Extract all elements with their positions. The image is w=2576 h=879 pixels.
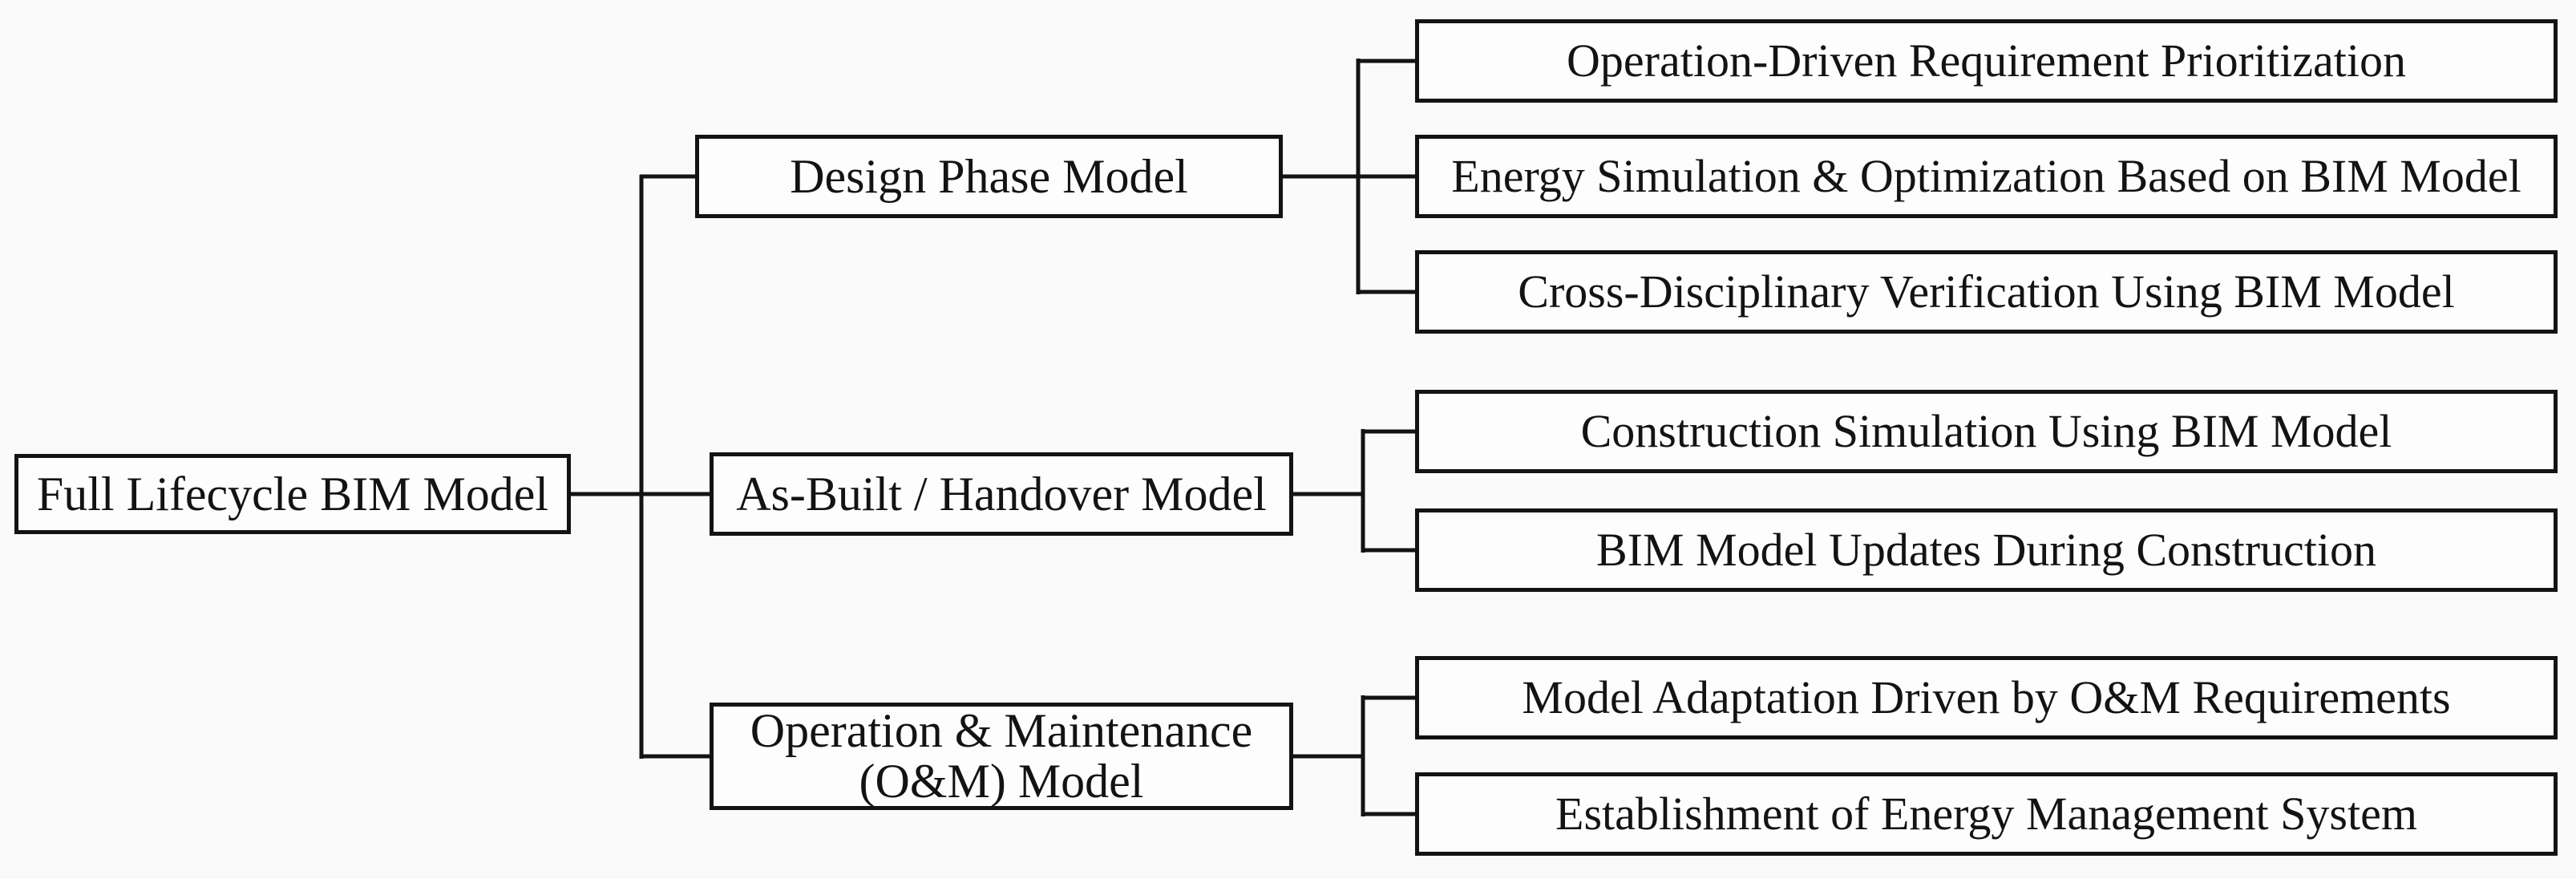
node-label: Energy Simulation & Optimization Based o… xyxy=(1451,149,2521,202)
node-leaf-bim-model-updates: BIM Model Updates During Construction xyxy=(1415,508,2558,592)
node-label: Construction Simulation Using BIM Model xyxy=(1580,404,2392,457)
node-leaf-construction-simulation: Construction Simulation Using BIM Model xyxy=(1415,390,2558,473)
node-leaf-cross-disciplinary-verification: Cross-Disciplinary Verification Using BI… xyxy=(1415,250,2558,334)
node-leaf-energy-simulation-optimization: Energy Simulation & Optimization Based o… xyxy=(1415,135,2558,218)
node-label: Model Adaptation Driven by O&M Requireme… xyxy=(1522,670,2451,723)
node-label-line-1: Operation & Maintenance xyxy=(750,704,1253,757)
node-leaf-operation-driven-requirement-prioritization: Operation-Driven Requirement Prioritizat… xyxy=(1415,19,2558,103)
node-asbuilt-handover-model: As-Built / Handover Model xyxy=(710,452,1293,536)
node-design-phase-model: Design Phase Model xyxy=(695,135,1283,218)
node-label-line-2: (O&M) Model xyxy=(859,755,1144,808)
node-leaf-energy-management-system: Establishment of Energy Management Syste… xyxy=(1415,772,2558,856)
node-leaf-model-adaptation-om-requirements: Model Adaptation Driven by O&M Requireme… xyxy=(1415,656,2558,739)
node-label: Establishment of Energy Management Syste… xyxy=(1555,787,2417,840)
node-operation-maintenance-model: Operation & Maintenance (O&M) Model xyxy=(710,703,1293,810)
node-label: BIM Model Updates During Construction xyxy=(1595,523,2377,576)
node-label: Design Phase Model xyxy=(790,149,1188,203)
node-label: Cross-Disciplinary Verification Using BI… xyxy=(1518,265,2455,318)
node-label: As-Built / Handover Model xyxy=(736,467,1267,521)
node-label: Operation-Driven Requirement Prioritizat… xyxy=(1567,34,2406,87)
node-label: Full Lifecycle BIM Model xyxy=(36,467,549,521)
node-full-lifecycle-bim-model: Full Lifecycle BIM Model xyxy=(14,454,571,534)
